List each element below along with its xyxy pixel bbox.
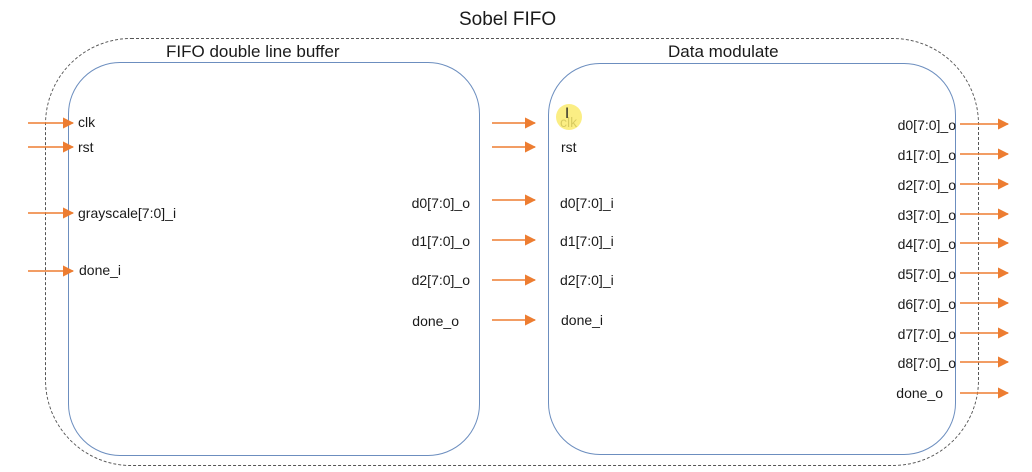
left-input-label: rst bbox=[78, 139, 94, 155]
left-output-label: done_o bbox=[412, 313, 459, 329]
left-block-title: FIFO double line buffer bbox=[163, 43, 343, 60]
right-output-label: d3[7:0]_o bbox=[897, 207, 956, 223]
left-input-label: clk bbox=[78, 114, 96, 130]
right-output-label: d8[7:0]_o bbox=[897, 355, 956, 371]
left-input-label: done_i bbox=[79, 262, 122, 278]
right-input-label: d1[7:0]_i bbox=[560, 233, 614, 249]
right-output-label: d4[7:0]_o bbox=[897, 236, 956, 252]
cursor-highlight bbox=[556, 104, 582, 130]
right-output-label: d0[7:0]_o bbox=[897, 117, 956, 133]
right-block-title: Data modulate bbox=[665, 43, 782, 60]
left-output-label: d2[7:0]_o bbox=[411, 272, 470, 288]
right-input-label: d0[7:0]_i bbox=[560, 195, 614, 211]
right-output-label: d5[7:0]_o bbox=[897, 266, 956, 282]
right-output-label: d6[7:0]_o bbox=[897, 296, 956, 312]
fifo-double-line-buffer-block bbox=[68, 62, 480, 456]
text-cursor-icon: I bbox=[565, 106, 570, 122]
left-output-label: d1[7:0]_o bbox=[411, 233, 470, 249]
sobel-fifo-container bbox=[45, 38, 979, 466]
left-output-label: d0[7:0]_o bbox=[411, 195, 470, 211]
left-input-label: grayscale[7:0]_i bbox=[78, 205, 177, 221]
right-output-label: d2[7:0]_o bbox=[897, 177, 956, 193]
right-input-label: done_i bbox=[561, 312, 604, 328]
right-output-label: done_o bbox=[896, 385, 943, 401]
diagram-title: Sobel FIFO bbox=[459, 9, 557, 30]
data-modulate-block bbox=[548, 63, 956, 455]
right-input-label: d2[7:0]_i bbox=[560, 272, 614, 288]
right-output-label: d1[7:0]_o bbox=[897, 147, 956, 163]
right-output-label: d7[7:0]_o bbox=[897, 326, 956, 342]
right-input-label: rst bbox=[561, 139, 577, 155]
